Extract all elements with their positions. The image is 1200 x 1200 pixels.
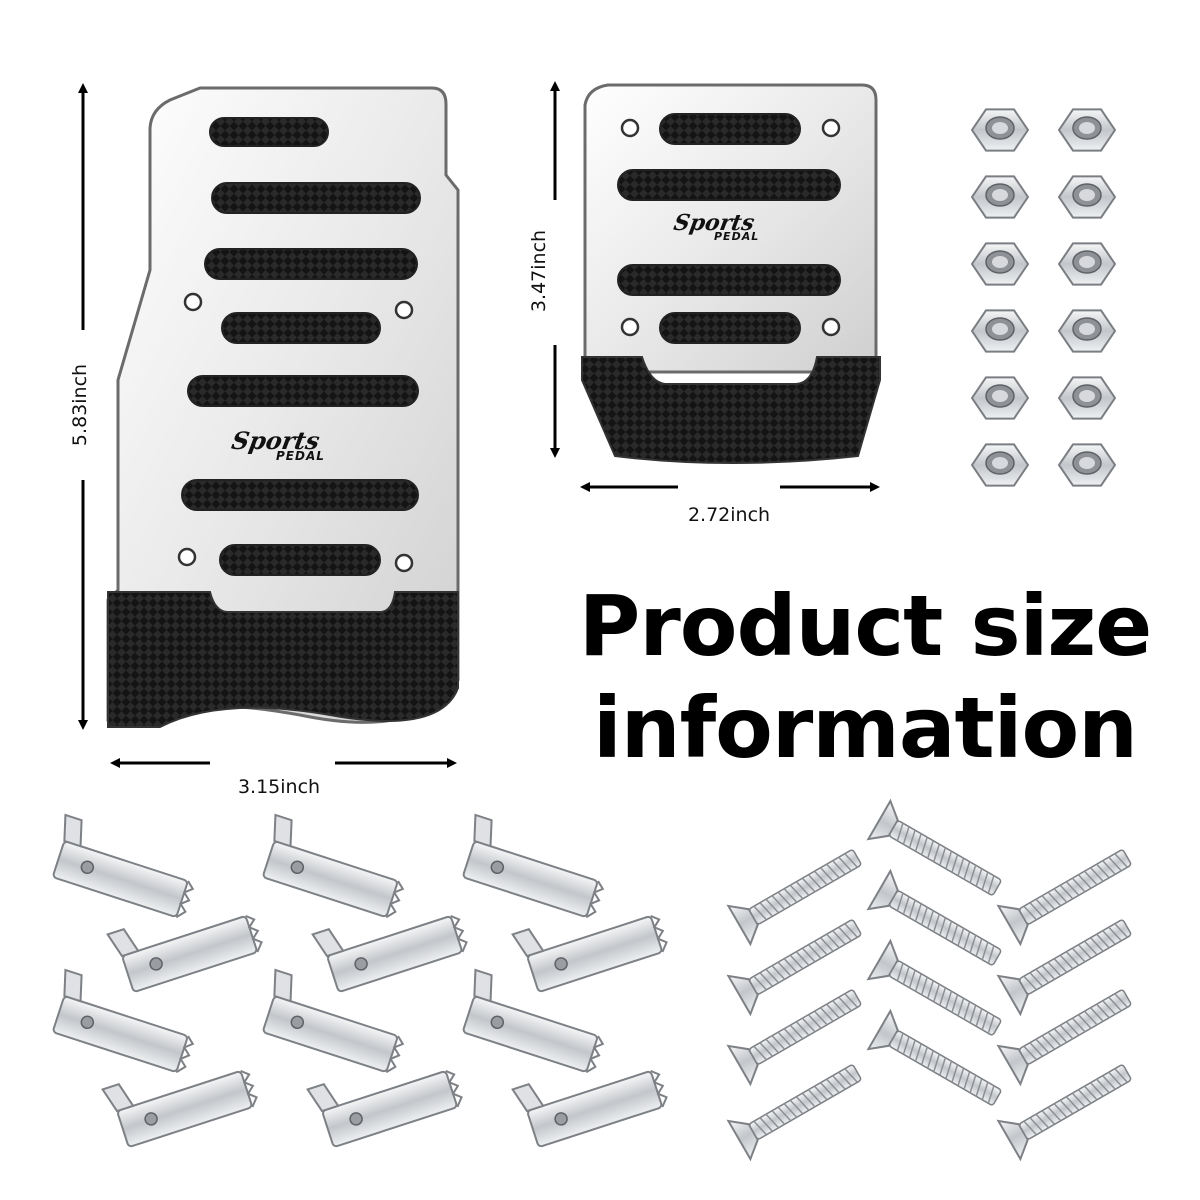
screw <box>996 849 1132 947</box>
clip <box>311 914 468 993</box>
hex-nut <box>970 175 1030 219</box>
clip <box>511 1069 668 1148</box>
screw <box>996 1064 1132 1162</box>
screw <box>726 849 862 947</box>
large-pedal-holes <box>177 292 414 573</box>
screw <box>726 1064 862 1162</box>
small-pedal <box>581 83 881 464</box>
hex-nut <box>970 242 1030 286</box>
large-pedal-grip-bars <box>181 117 421 576</box>
hex-nut <box>1057 175 1117 219</box>
hex-nut <box>1057 108 1117 152</box>
large-pedal-height-label: 5.83inch <box>69 363 91 447</box>
hex-nut <box>1057 242 1117 286</box>
screw <box>726 989 862 1087</box>
logo-brand: Sports <box>229 426 322 455</box>
clip <box>52 813 195 919</box>
logo-sub: PEDAL <box>714 230 760 243</box>
large-pedal-logo: Sports PEDAL <box>229 426 352 463</box>
clip <box>101 1069 258 1148</box>
logo-brand: Sports <box>671 210 757 236</box>
hex-nut <box>970 309 1030 353</box>
heading-line-2: information <box>593 679 1138 777</box>
clip <box>106 914 263 993</box>
small-pedal-height-label: 3.47inch <box>528 229 550 313</box>
small-pedal-grip-bars <box>617 113 841 344</box>
clip <box>462 968 605 1074</box>
hex-nut <box>970 108 1030 152</box>
mounting-screws <box>726 798 1132 1162</box>
small-pedal-holes <box>620 118 841 337</box>
screw <box>726 919 862 1017</box>
hex-nut <box>1057 376 1117 420</box>
clip <box>52 968 195 1074</box>
product-size-heading: Product size information <box>570 575 1160 779</box>
screw <box>866 1008 1002 1106</box>
hex-nut <box>1057 443 1117 487</box>
screw <box>996 989 1132 1087</box>
clip <box>262 813 405 919</box>
screw <box>866 938 1002 1036</box>
small-pedal-width-label: 2.72inch <box>687 504 771 526</box>
mounting-clips <box>52 813 668 1148</box>
screw <box>866 868 1002 966</box>
clip <box>262 968 405 1074</box>
logo-sub: PEDAL <box>276 449 325 463</box>
small-pedal-logo: Sports PEDAL <box>671 210 794 243</box>
hex-nuts <box>970 108 1117 487</box>
screw <box>996 919 1132 1017</box>
hex-nut <box>970 443 1030 487</box>
hex-nut <box>1057 309 1117 353</box>
large-pedal <box>106 86 460 728</box>
large-pedal-width-label: 3.15inch <box>237 776 321 798</box>
heading-line-1: Product size <box>578 577 1152 675</box>
clip <box>306 1069 463 1148</box>
clip <box>462 813 605 919</box>
clip <box>511 914 668 993</box>
screw <box>866 798 1002 896</box>
hex-nut <box>970 376 1030 420</box>
dimension-arrows <box>78 81 880 768</box>
